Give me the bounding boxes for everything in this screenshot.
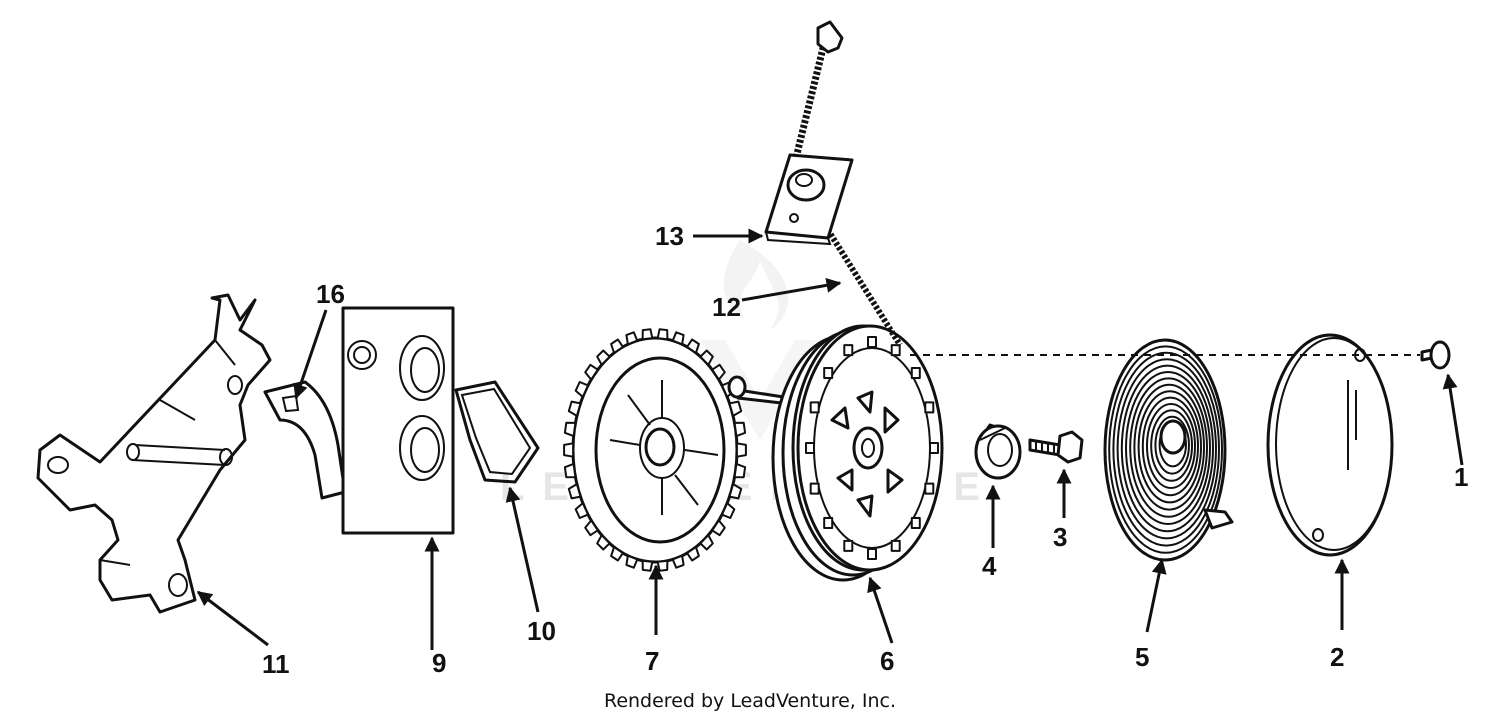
pulley-notch [823,367,834,379]
gear-tooth [641,559,654,572]
part-2-cover [1266,333,1394,557]
pulley-notch [910,517,921,529]
pulley-notch [843,344,854,357]
pulley-notch [809,401,820,414]
pulley-notch [867,336,877,348]
gear-tooth [567,400,582,417]
part-16-pawl [263,380,347,500]
spring-coil [1146,403,1196,489]
part-6-pulley [771,324,944,582]
pulley-notch [809,482,820,495]
label-7: 7 [645,646,659,676]
gear-tooth [735,442,747,458]
gear-tooth [625,331,639,346]
gear-tooth [596,349,611,366]
gear-tooth [574,502,589,519]
spring-coil [1141,396,1200,497]
gear-tooth [699,349,714,366]
part-5-recoil-spring [1103,338,1234,562]
spring-coil [1154,415,1190,475]
gear-tooth [641,328,654,341]
label-12: 12 [712,292,741,322]
part-12-rope [825,228,903,347]
gear-tooth [567,483,582,500]
gear-tooth [733,462,747,479]
label-3: 3 [1053,522,1067,552]
spring-coil [1150,409,1193,482]
pulley-notch [910,367,921,379]
part-11-bracket [36,293,272,614]
gear-tooth [584,363,599,381]
watermark-logo-icon [700,240,820,440]
spring-coil [1137,390,1203,504]
spring-coil [1133,383,1205,511]
part-13-handle-plate [764,20,854,246]
gear-tooth [656,559,669,572]
part-number-labels: 1 2 3 4 5 6 7 9 10 11 12 13 16 [262,221,1468,679]
pulley-notch [924,401,935,414]
gear-tooth [625,554,639,569]
spring-coil [1116,358,1218,540]
gear-tooth [721,502,736,519]
gear-tooth [574,381,589,398]
spring-coil [1125,371,1211,525]
label-4: 4 [982,551,997,581]
gear-tooth [711,519,726,537]
spring-coil [1129,377,1208,518]
gear-tooth [671,331,685,346]
gear-tooth [656,328,669,341]
part-7-gear [563,328,747,572]
gear-tooth [711,363,726,381]
part-9-parts-kit [341,306,455,535]
gear-tooth [699,534,714,551]
rendered-by-footer: Rendered by LeadVenture, Inc. [604,690,896,712]
part-10-spring-clip [454,380,540,484]
gear-tooth [686,338,700,354]
label-6: 6 [880,646,894,676]
label-2: 2 [1330,642,1344,672]
gear-tooth [728,483,743,500]
spring-coil [1108,345,1223,554]
pulley-notch [867,548,877,560]
gear-tooth [584,519,599,537]
label-9: 9 [432,648,446,678]
gear-tooth [686,546,700,562]
pulley-notch [823,517,834,529]
pulley-notch [929,442,939,454]
label-13: 13 [655,221,684,251]
gear-tooth [563,462,577,479]
gear-tooth [610,338,624,354]
spring-coil [1112,351,1220,547]
gear-tooth [671,554,685,569]
leader-arrows [196,228,1464,650]
gear-tooth [563,421,577,438]
label-11: 11 [262,649,290,679]
gear-tooth [728,400,743,417]
label-16: 16 [316,279,345,309]
pulley-notch [805,442,815,454]
part-3-screw [1028,430,1084,464]
gear-tooth [610,546,624,562]
gear-tooth [596,534,611,551]
part-4-bushing [974,423,1022,480]
label-5: 5 [1135,642,1149,672]
part-1-screw [1420,340,1451,370]
gear-tooth [733,421,747,438]
spring-coil [1120,364,1215,533]
pulley-notch [890,539,901,552]
gear-tooth [563,442,575,458]
pulley-notch [843,539,854,552]
label-1: 1 [1454,462,1468,492]
pulley-notch [890,344,901,357]
pulley-notch [924,482,935,495]
label-10: 10 [527,616,556,646]
